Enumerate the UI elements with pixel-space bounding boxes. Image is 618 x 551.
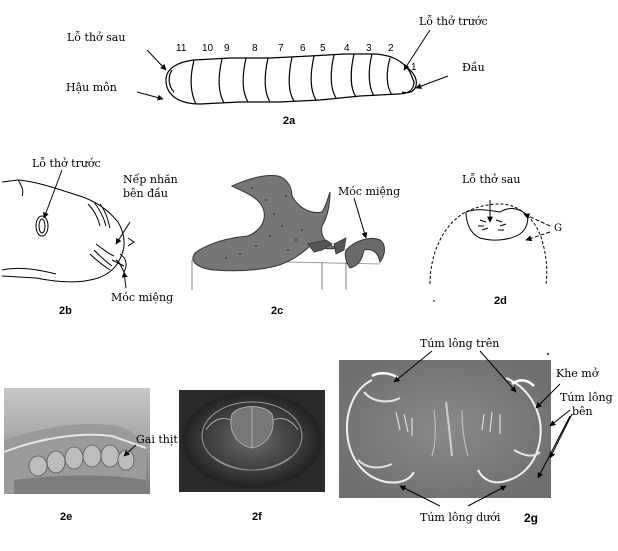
panel-2a-arrows bbox=[136, 29, 449, 101]
segment-number: 6 bbox=[300, 43, 306, 54]
segment-number: 9 bbox=[224, 43, 230, 54]
segment-number: 8 bbox=[252, 43, 258, 54]
label-hau-mon: Hậu môn bbox=[66, 81, 117, 94]
label-lo-tho-truoc-2a: Lỗ thở trước bbox=[419, 15, 488, 28]
label-g: G bbox=[554, 223, 562, 234]
caption-2a: 2a bbox=[283, 115, 296, 127]
photo-2g bbox=[339, 352, 551, 498]
segment-number: 3 bbox=[366, 43, 372, 54]
caption-2e: 2e bbox=[60, 511, 73, 523]
head-lateral-drawing bbox=[1, 179, 135, 283]
label-moc-mieng-2c: Móc miệng bbox=[338, 185, 401, 198]
panel-2b-arrows bbox=[43, 169, 131, 289]
label-lo-tho-sau-2d: Lỗ thở sau bbox=[462, 173, 521, 186]
label-tum-long-ben-line2: bên bbox=[572, 405, 593, 418]
caption-2d: 2d bbox=[494, 295, 507, 307]
label-nep-nhan-line1: Nếp nhăn bbox=[123, 173, 178, 186]
photo-2e bbox=[3, 388, 150, 494]
photo-2f bbox=[179, 390, 325, 492]
label-gai-thit: Gai thịt bbox=[136, 433, 178, 446]
label-nep-nhan-line2: bên đầu bbox=[123, 187, 168, 200]
caption-2b: 2b bbox=[59, 305, 72, 317]
mouth-hook-skeleton-drawing bbox=[191, 175, 385, 290]
label-tum-long-duoi: Túm lông dưới bbox=[420, 511, 501, 524]
segment-number: 2 bbox=[388, 43, 394, 54]
panel-2d-arrows bbox=[487, 200, 551, 242]
segment-number: 7 bbox=[278, 43, 284, 54]
label-lo-tho-truoc-2b: Lỗ thở trước bbox=[32, 157, 101, 170]
caption-2f: 2f bbox=[252, 511, 262, 523]
posterior-spiracle-drawing bbox=[429, 203, 548, 302]
segment-number: 10 bbox=[202, 43, 214, 54]
label-lo-tho-sau-2a: Lỗ thở sau bbox=[67, 31, 126, 44]
segment-number: 5 bbox=[320, 43, 326, 54]
label-dau: Đầu bbox=[462, 61, 485, 74]
caption-2g: 2g bbox=[524, 511, 539, 525]
segment-number: 11 bbox=[176, 43, 187, 54]
segment-number: 1 bbox=[411, 62, 417, 73]
label-tum-long-tren: Túm lông trên bbox=[420, 337, 500, 350]
larva-body-drawing bbox=[165, 53, 417, 105]
segment-number: 4 bbox=[344, 43, 350, 54]
panel-2c-arrows bbox=[353, 197, 368, 239]
label-tum-long-ben-line1: Túm lông bbox=[560, 391, 613, 404]
panel-2g-arrows bbox=[393, 350, 573, 507]
label-khe-mo: Khe mở bbox=[556, 367, 599, 380]
caption-2c: 2c bbox=[271, 305, 284, 317]
label-moc-mieng-2b: Móc miệng bbox=[111, 291, 174, 304]
